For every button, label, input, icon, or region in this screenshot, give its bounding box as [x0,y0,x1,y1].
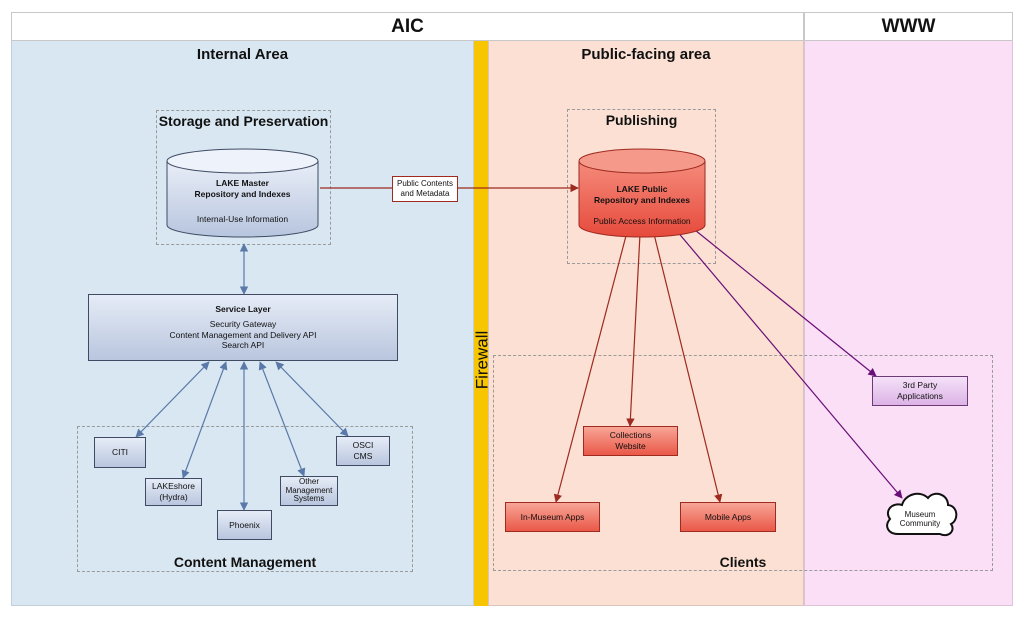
edge-service-citi [135,361,210,438]
firewall-label: Firewall [470,331,494,390]
edge-public-thirdparty [689,225,877,377]
citi-node: CITI [94,437,146,468]
storage-preservation-title: Storage and Preservation [158,113,329,129]
lake-master-repository: LAKE Master Repository and Indexes Inter… [166,148,319,238]
museum-community-label: Museum Community [899,510,941,529]
publishing-title: Publishing [605,112,678,128]
content-management-title: Content Management [173,554,317,570]
edge-label-public-contents: Public Contents and Metadata [392,176,458,202]
publishing-group [567,109,716,264]
edge-service-other [258,361,306,477]
lake-master-subtitle: Internal-Use Information [196,214,289,224]
lakeshore-node: LAKEshore (Hydra) [145,478,202,506]
third-party-apps-node: 3rd Party Applications [872,376,968,406]
lake-public-title: LAKE Public Repository and Indexes [594,184,690,205]
www-zone [804,40,1013,606]
clients-group [493,355,993,571]
service-layer: Service Layer Security Gateway Content M… [88,294,398,361]
edge-public-collections [626,233,641,427]
service-layer-title: Service Layer [215,304,271,314]
edge-public-community [675,229,903,499]
firewall-bar [474,40,488,606]
collections-website-node: Collections Website [583,426,678,456]
in-museum-apps-node: In-Museum Apps [505,502,600,532]
edge-public-mobile [653,233,723,503]
lake-master-title: LAKE Master Repository and Indexes [194,178,291,199]
osci-cms-node: OSCI CMS [336,436,390,466]
cloud-icon [886,492,958,537]
public-area-title: Public-facing area [581,46,711,63]
edge-service-lakeshore [181,361,228,479]
www-header: WWW [804,12,1013,41]
mobile-apps-node: Mobile Apps [680,502,776,532]
firewall-label-text: Firewall [472,330,491,390]
phoenix-node: Phoenix [217,510,272,540]
lake-public-subtitle: Public Access Information [593,216,691,226]
other-management-node: Other Management Systems [280,476,338,506]
clients-title: Clients [719,554,767,570]
edge-service-osci [275,361,349,437]
edge-public-inmuseum [553,231,628,503]
internal-area-title: Internal Area [196,46,289,63]
aic-header: AIC [11,12,804,41]
lake-public-repository: LAKE Public Repository and Indexes Publi… [578,148,706,238]
service-layer-body: Security Gateway Content Management and … [169,319,317,351]
